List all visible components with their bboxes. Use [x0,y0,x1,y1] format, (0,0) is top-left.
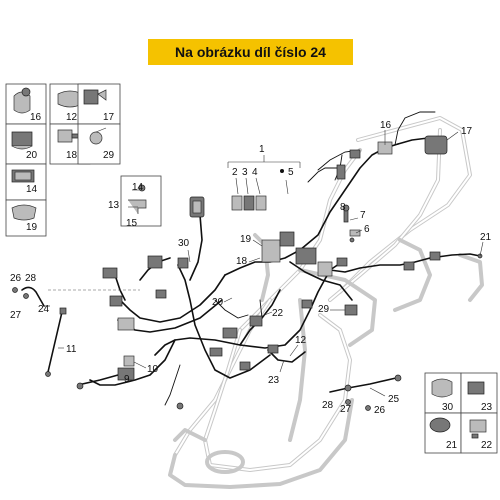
callout-3: 3 [242,167,248,178]
callout-22: 22 [481,440,493,451]
callout-1: 1 [259,144,265,155]
part-number-banner: Na obrázku díl číslo 24 [148,39,353,65]
callout-25: 25 [388,394,400,405]
callout-24: 24 [38,304,50,315]
callout-21b: 21 [480,232,492,243]
left-icon-panel: 16 12 17 20 18 29 14 19 [5,83,121,237]
scooter-frame [168,116,484,489]
callout-29b: 29 [318,304,330,315]
callout-8: 8 [340,202,346,213]
sensor-probe-11: 11 [45,307,77,377]
callout-30: 30 [442,402,454,413]
callout-29: 29 [103,150,115,161]
callout-6: 6 [364,224,370,235]
callout-16: 16 [30,112,42,123]
callout-20b: 20 [212,297,224,308]
callout-9: 9 [124,374,130,385]
banner-text: Na obrázku díl číslo 24 [175,44,326,60]
callout-18: 18 [66,150,78,161]
callout-23: 23 [481,402,493,413]
callout-5: 5 [288,167,294,178]
callout-14: 14 [26,184,38,195]
callout-2: 2 [232,167,238,178]
callout-19: 19 [26,222,38,233]
callout-7: 7 [360,210,366,221]
callout-19b: 19 [240,234,252,245]
top-right-callouts: 16 17 [380,120,473,145]
callout-18b: 18 [236,256,248,267]
relay-9-10: 9 10 [76,355,159,390]
cable-24-detail: 26 28 27 24 [10,273,140,321]
callout-21: 21 [446,440,458,451]
callout-4: 4 [252,167,258,178]
callout-27b: 27 [340,404,352,415]
callout-30b: 30 [178,238,190,249]
callout-15: 15 [126,218,138,229]
callout-28b: 28 [322,400,334,411]
callout-10: 10 [147,364,159,375]
bolt-bracket-detail: 8 7 6 [340,202,370,243]
callout-20: 20 [26,150,38,161]
callout-23b: 23 [268,375,280,386]
right-icon-panel: 30 23 21 22 [424,372,498,454]
callout-11: 11 [66,344,77,355]
callout-26: 26 [10,273,22,284]
callout-28: 28 [25,273,37,284]
callout-26b: 26 [374,405,386,416]
clip-detail-inset: 14 13 15 [108,175,162,229]
callout-12: 12 [66,112,78,123]
callout-12b: 12 [295,335,307,346]
callout-14b: 14 [132,182,144,193]
callout-27: 27 [10,310,22,321]
antenna-21: 21 [477,232,492,259]
callout-16b: 16 [380,120,392,131]
fuse-box-group: 1 2 3 4 5 [227,144,301,211]
cable-25-detail: 25 28 27 26 [322,374,402,416]
callout-13: 13 [108,200,120,211]
callout-17b: 17 [461,126,473,137]
callout-17: 17 [103,112,115,123]
central-callouts: 30 19 18 20 22 29 12 23 [178,234,345,386]
harness-connectors [102,135,448,410]
callout-22b: 22 [272,308,284,319]
